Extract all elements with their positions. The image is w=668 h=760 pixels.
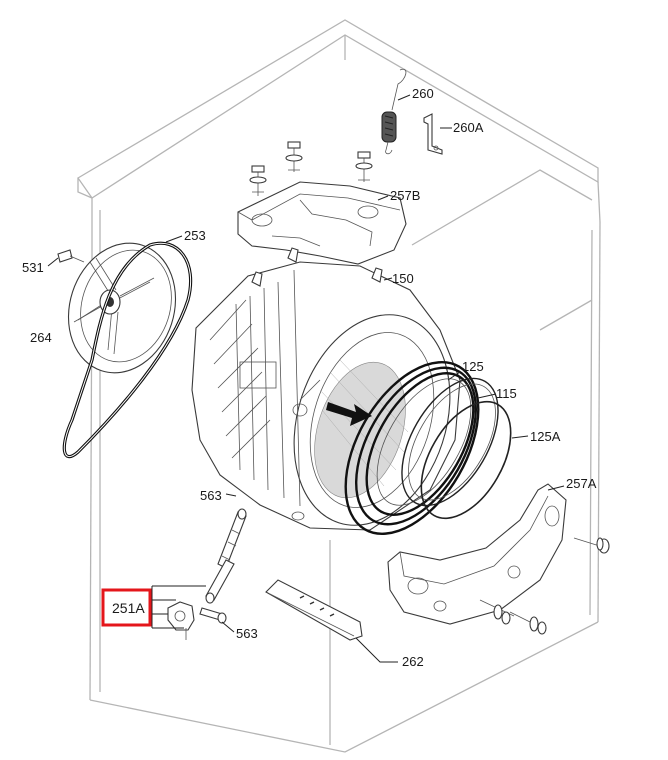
pulley-screw-531 <box>47 249 85 267</box>
label-563-top: 563 <box>200 488 222 503</box>
label-260a: 260A <box>453 120 484 135</box>
label-262: 262 <box>402 654 424 669</box>
spring-260 <box>381 68 411 155</box>
outer-clamp-125a <box>420 400 529 520</box>
top-counterweight-257b <box>237 141 407 265</box>
label-257a: 257A <box>566 476 597 491</box>
front-counterweight-257a <box>387 483 610 635</box>
insert-arrow <box>326 402 372 426</box>
top-bolts <box>249 141 373 196</box>
label-115: 115 <box>496 386 517 401</box>
door-gasket-125 <box>344 361 480 535</box>
label-150: 150 <box>392 271 414 286</box>
drive-belt-253 <box>62 235 193 459</box>
drum-pulley-264 <box>67 242 177 374</box>
label-264: 264 <box>30 330 52 345</box>
label-251a: 251A <box>112 600 145 616</box>
clamp-ring-115 <box>401 377 499 507</box>
highlight-box-251a <box>101 588 152 627</box>
bracket-260a <box>423 113 452 155</box>
damper-bracket <box>167 601 235 640</box>
label-260: 260 <box>412 86 434 101</box>
label-563-bottom: 563 <box>236 626 258 641</box>
label-531: 531 <box>22 260 44 275</box>
drum-paddle-262 <box>265 579 398 663</box>
shock-damper <box>205 493 247 604</box>
label-257b: 257B <box>390 188 420 203</box>
group-bracket-251a <box>151 585 206 629</box>
label-253: 253 <box>184 228 206 243</box>
label-125: 125 <box>462 359 484 374</box>
label-125a: 125A <box>530 429 561 444</box>
cabinet-outline <box>77 19 601 753</box>
